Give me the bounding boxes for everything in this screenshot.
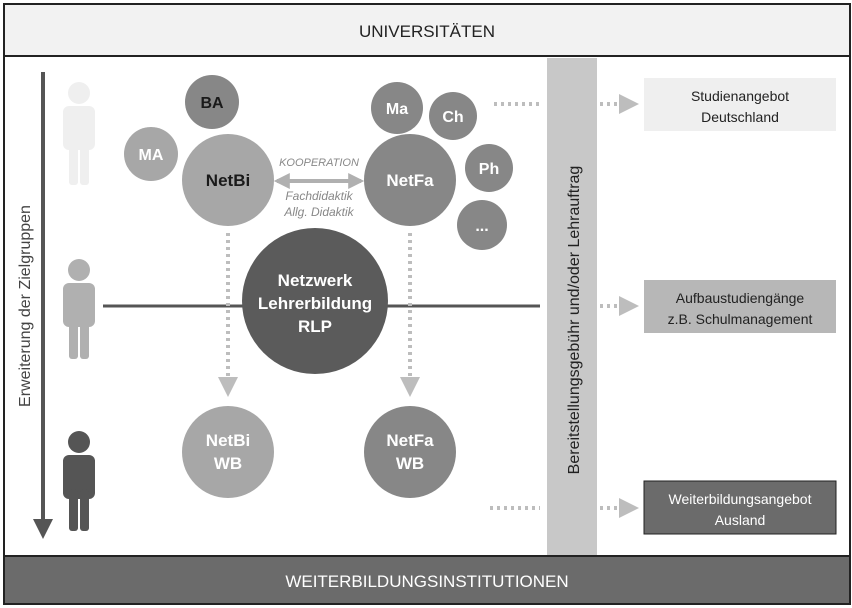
footer-box [3, 555, 851, 605]
output-studienangebot [644, 78, 836, 131]
output-studienangebot-line-1: Studienangebot [691, 88, 789, 104]
cooperation-line2: Allg. Didaktik [283, 205, 354, 219]
output-aufbau-line-1: Aufbaustudiengänge [676, 290, 805, 306]
output-aufbaustudiengaenge [644, 280, 836, 333]
center-line-1: Netzwerk [278, 271, 353, 290]
circle-netbi [182, 134, 274, 226]
circle-math [371, 82, 423, 134]
circle-math-label: Ma [386, 101, 408, 118]
circle-ma [124, 127, 178, 181]
circle-chem [429, 92, 477, 140]
netbi-wb-line-2: WB [214, 454, 242, 473]
circle-netbi-label: NetBi [206, 171, 250, 190]
person-icon-mid [63, 259, 95, 359]
output-weiter-line-2: Ausland [715, 512, 766, 528]
person-icon-dark [63, 431, 95, 531]
netbi-wb-line-1: NetBi [206, 431, 250, 450]
circle-netfa-wb [364, 406, 456, 498]
target-group-label: Erweiterung der Zielgruppen [17, 205, 34, 407]
output-weiter-line-1: Weiterbildungsangebot [669, 491, 812, 507]
circle-phys [465, 144, 513, 192]
circle-chem-label: Ch [442, 109, 463, 126]
fee-bar-label: Bereitstellungsgebühr und/oder Lehrauftr… [566, 166, 583, 475]
circle-phys-label: Ph [479, 161, 499, 178]
footer-title: WEITERBILDUNGSINSTITUTIONEN [285, 572, 568, 591]
header-box [3, 3, 851, 57]
circle-netbi-wb [182, 406, 274, 498]
cooperation-title: KOOPERATION [279, 157, 359, 169]
header-title: UNIVERSITÄTEN [359, 22, 495, 41]
netfa-wb-line-2: WB [396, 454, 424, 473]
center-line-3: RLP [298, 317, 332, 336]
netfa-wb-line-1: NetFa [386, 431, 434, 450]
cooperation-line1: Fachdidaktik [285, 189, 353, 203]
circle-netfa-label: NetFa [386, 171, 434, 190]
person-icon-light [63, 82, 95, 185]
output-aufbau-line-2: z.B. Schulmanagement [668, 311, 813, 327]
circle-netfa [364, 134, 456, 226]
circle-ba [185, 75, 239, 129]
circle-more [457, 200, 507, 250]
output-weiterbildungsangebot [643, 480, 837, 535]
circle-more-label: ... [475, 218, 488, 235]
circle-network-center [242, 228, 388, 374]
circle-ba-label: BA [200, 95, 224, 112]
output-studienangebot-line-2: Deutschland [701, 109, 779, 125]
center-line-2: Lehrerbildung [258, 294, 372, 313]
circle-ma-label: MA [139, 147, 164, 164]
fee-bar [547, 58, 597, 555]
